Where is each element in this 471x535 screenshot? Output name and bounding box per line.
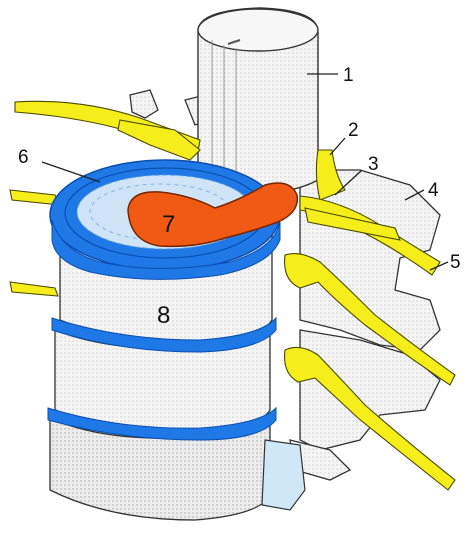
label-7: 7: [162, 211, 175, 238]
label-2: 2: [348, 120, 359, 141]
label-6: 6: [18, 147, 29, 168]
label-5: 5: [450, 252, 461, 273]
label-8: 8: [157, 302, 170, 329]
label-4: 4: [428, 180, 439, 201]
label-1: 1: [343, 65, 354, 86]
label-3: 3: [368, 154, 379, 175]
